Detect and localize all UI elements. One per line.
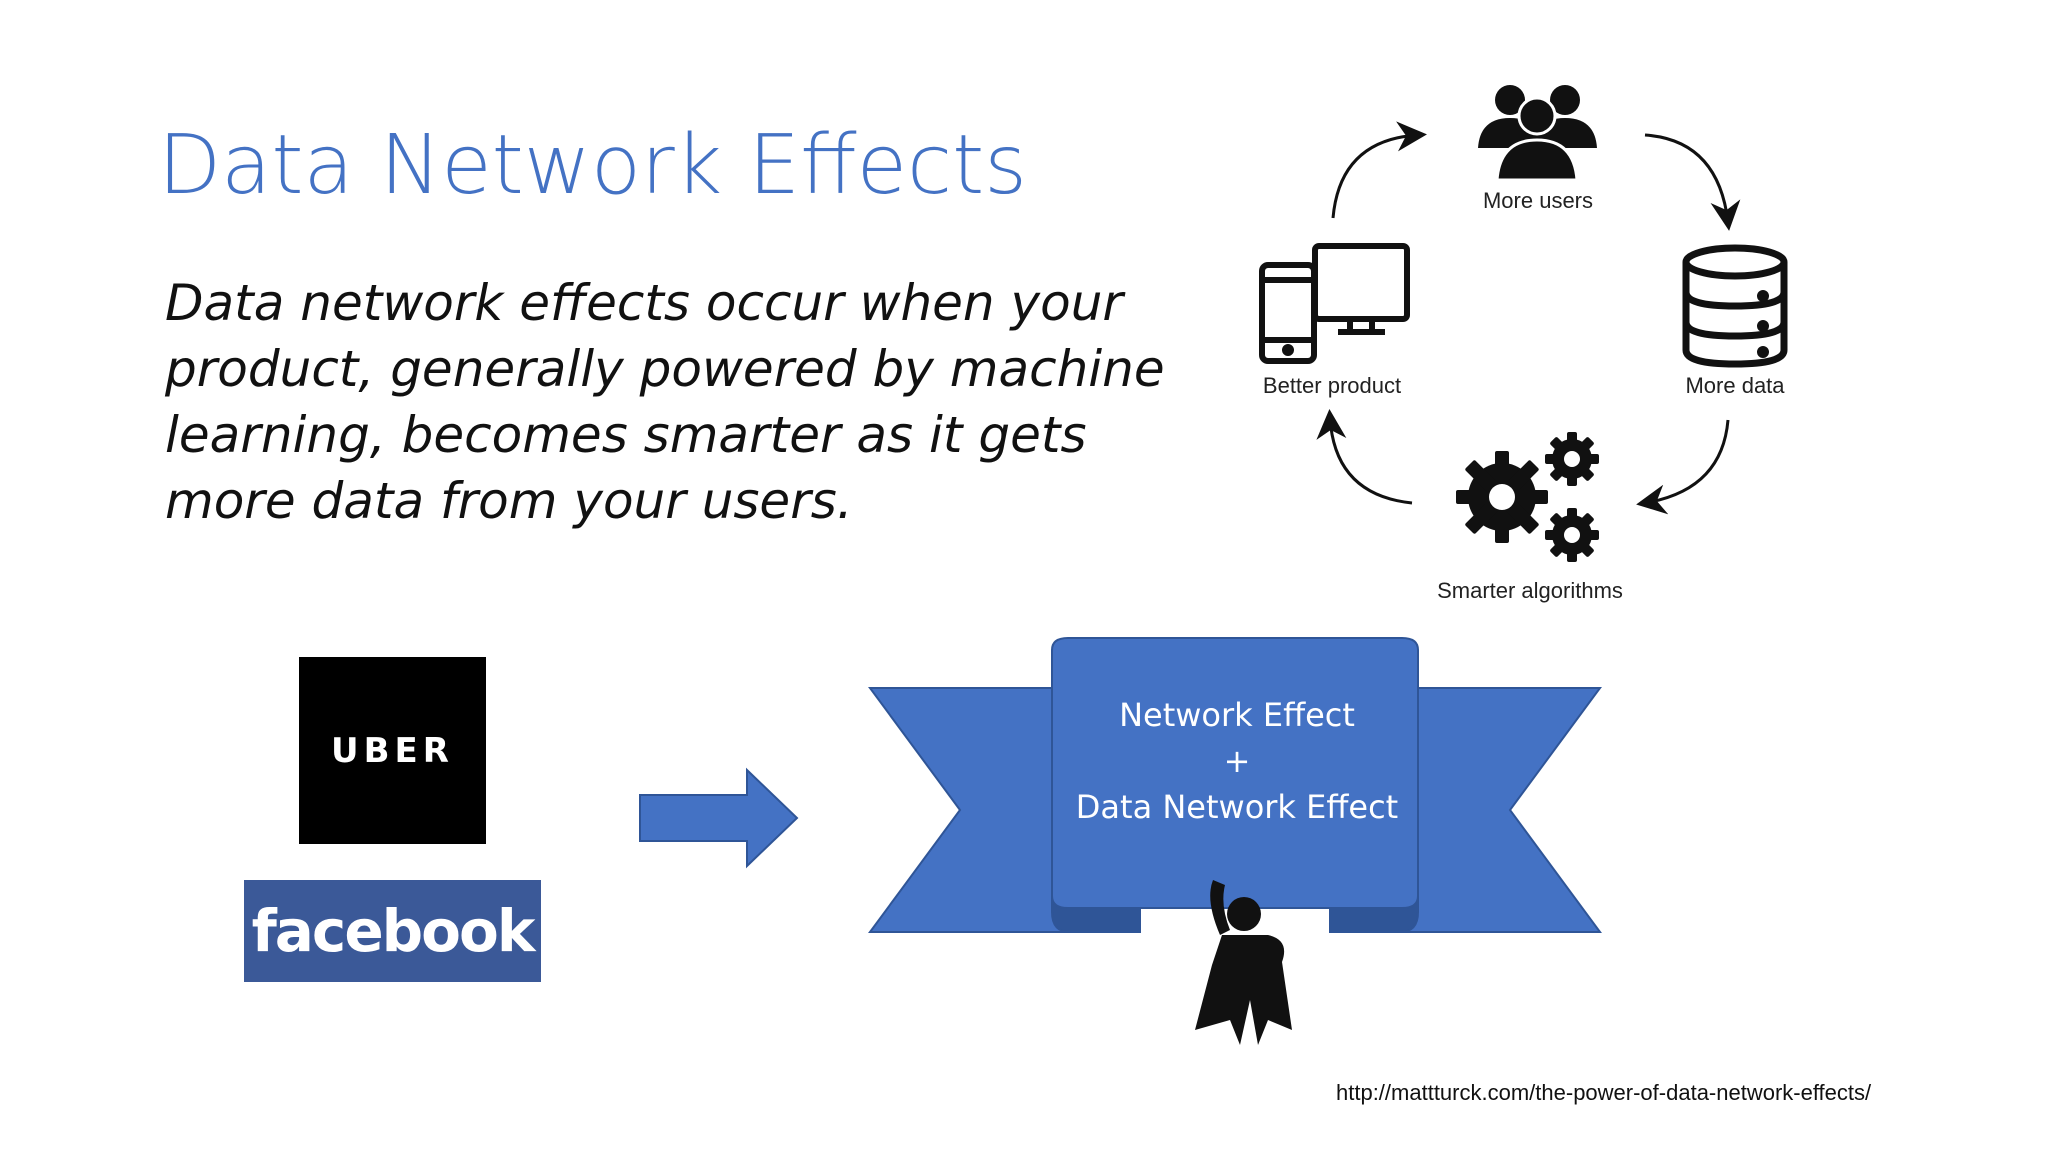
cycle-arrow-data-to-algorithms — [1636, 419, 1730, 515]
uber-logo-text: UBER — [331, 730, 454, 771]
ribbon-center-panel — [1051, 637, 1419, 909]
banner-line-plus: + — [1223, 742, 1251, 780]
cycle-label-smarter-algorithms: Smarter algorithms — [1437, 578, 1623, 603]
facebook-logo-text: facebook — [251, 897, 536, 965]
cycle-arrow-users-to-data — [1644, 133, 1741, 231]
cycle-label-more-data: More data — [1685, 373, 1785, 398]
source-url: http://mattturck.com/the-power-of-data-n… — [1336, 1080, 1872, 1105]
definition-text: Data network effects occur when your pro… — [165, 274, 1165, 530]
gears-icon — [1456, 432, 1599, 562]
superhero-icon — [1195, 880, 1292, 1045]
facebook-logo: facebook — [244, 880, 541, 982]
database-icon — [1682, 244, 1788, 368]
banner-text: Network Effect + Data Network Effect — [1052, 692, 1422, 830]
users-group-icon — [1478, 85, 1597, 182]
right-arrow-shape — [639, 767, 799, 869]
cycle-arrow-algorithms-to-product — [1316, 409, 1413, 505]
cycle-arrow-product-to-users — [1331, 121, 1427, 219]
cycle-label-better-product: Better product — [1262, 373, 1402, 398]
banner-line-data-network-effect: Data Network Effect — [1075, 788, 1399, 826]
slide-title: Data Network Effects — [158, 118, 1028, 213]
devices-icon — [1259, 243, 1410, 364]
uber-logo: UBER — [299, 657, 486, 844]
ribbon-banner — [868, 637, 1602, 933]
banner-line-network-effect: Network Effect — [1119, 696, 1355, 734]
cycle-label-more-users: More users — [1482, 188, 1594, 213]
